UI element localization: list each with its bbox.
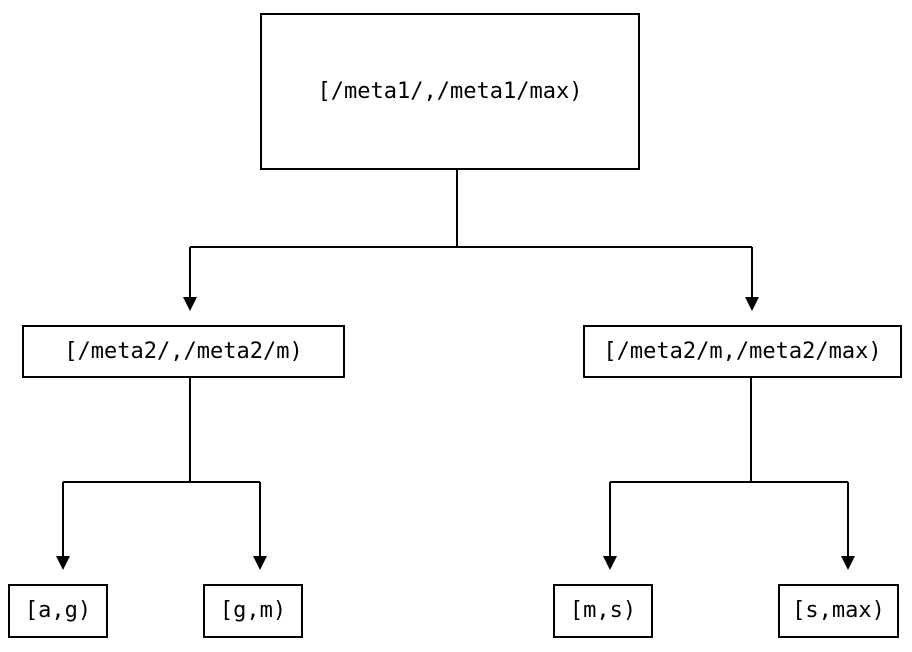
- node-meta1-range: [/meta1/,/meta1/max): [260, 13, 640, 170]
- node-meta2-right-range: [/meta2/m,/meta2/max): [583, 325, 902, 378]
- arrowhead-down-icon: [253, 556, 267, 570]
- node-label: [a,g): [24, 598, 92, 623]
- node-leaf-s-max: [s,max): [778, 584, 899, 638]
- node-label: [/meta1/,/meta1/max): [317, 78, 583, 104]
- arrowhead-down-icon: [56, 556, 70, 570]
- arrowhead-down-icon: [603, 556, 617, 570]
- node-meta2-left-range: [/meta2/,/meta2/m): [22, 325, 345, 378]
- node-leaf-g-m: [g,m): [203, 584, 303, 638]
- node-label: [m,s): [569, 598, 637, 623]
- node-label: [g,m): [219, 598, 287, 623]
- node-label: [/meta2/m,/meta2/max): [603, 338, 882, 364]
- arrowhead-down-icon: [183, 297, 197, 311]
- node-leaf-a-g: [a,g): [8, 584, 108, 638]
- node-leaf-m-s: [m,s): [553, 584, 653, 638]
- node-label: [s,max): [792, 598, 885, 623]
- arrowhead-down-icon: [745, 297, 759, 311]
- arrowhead-down-icon: [841, 556, 855, 570]
- node-label: [/meta2/,/meta2/m): [64, 338, 303, 364]
